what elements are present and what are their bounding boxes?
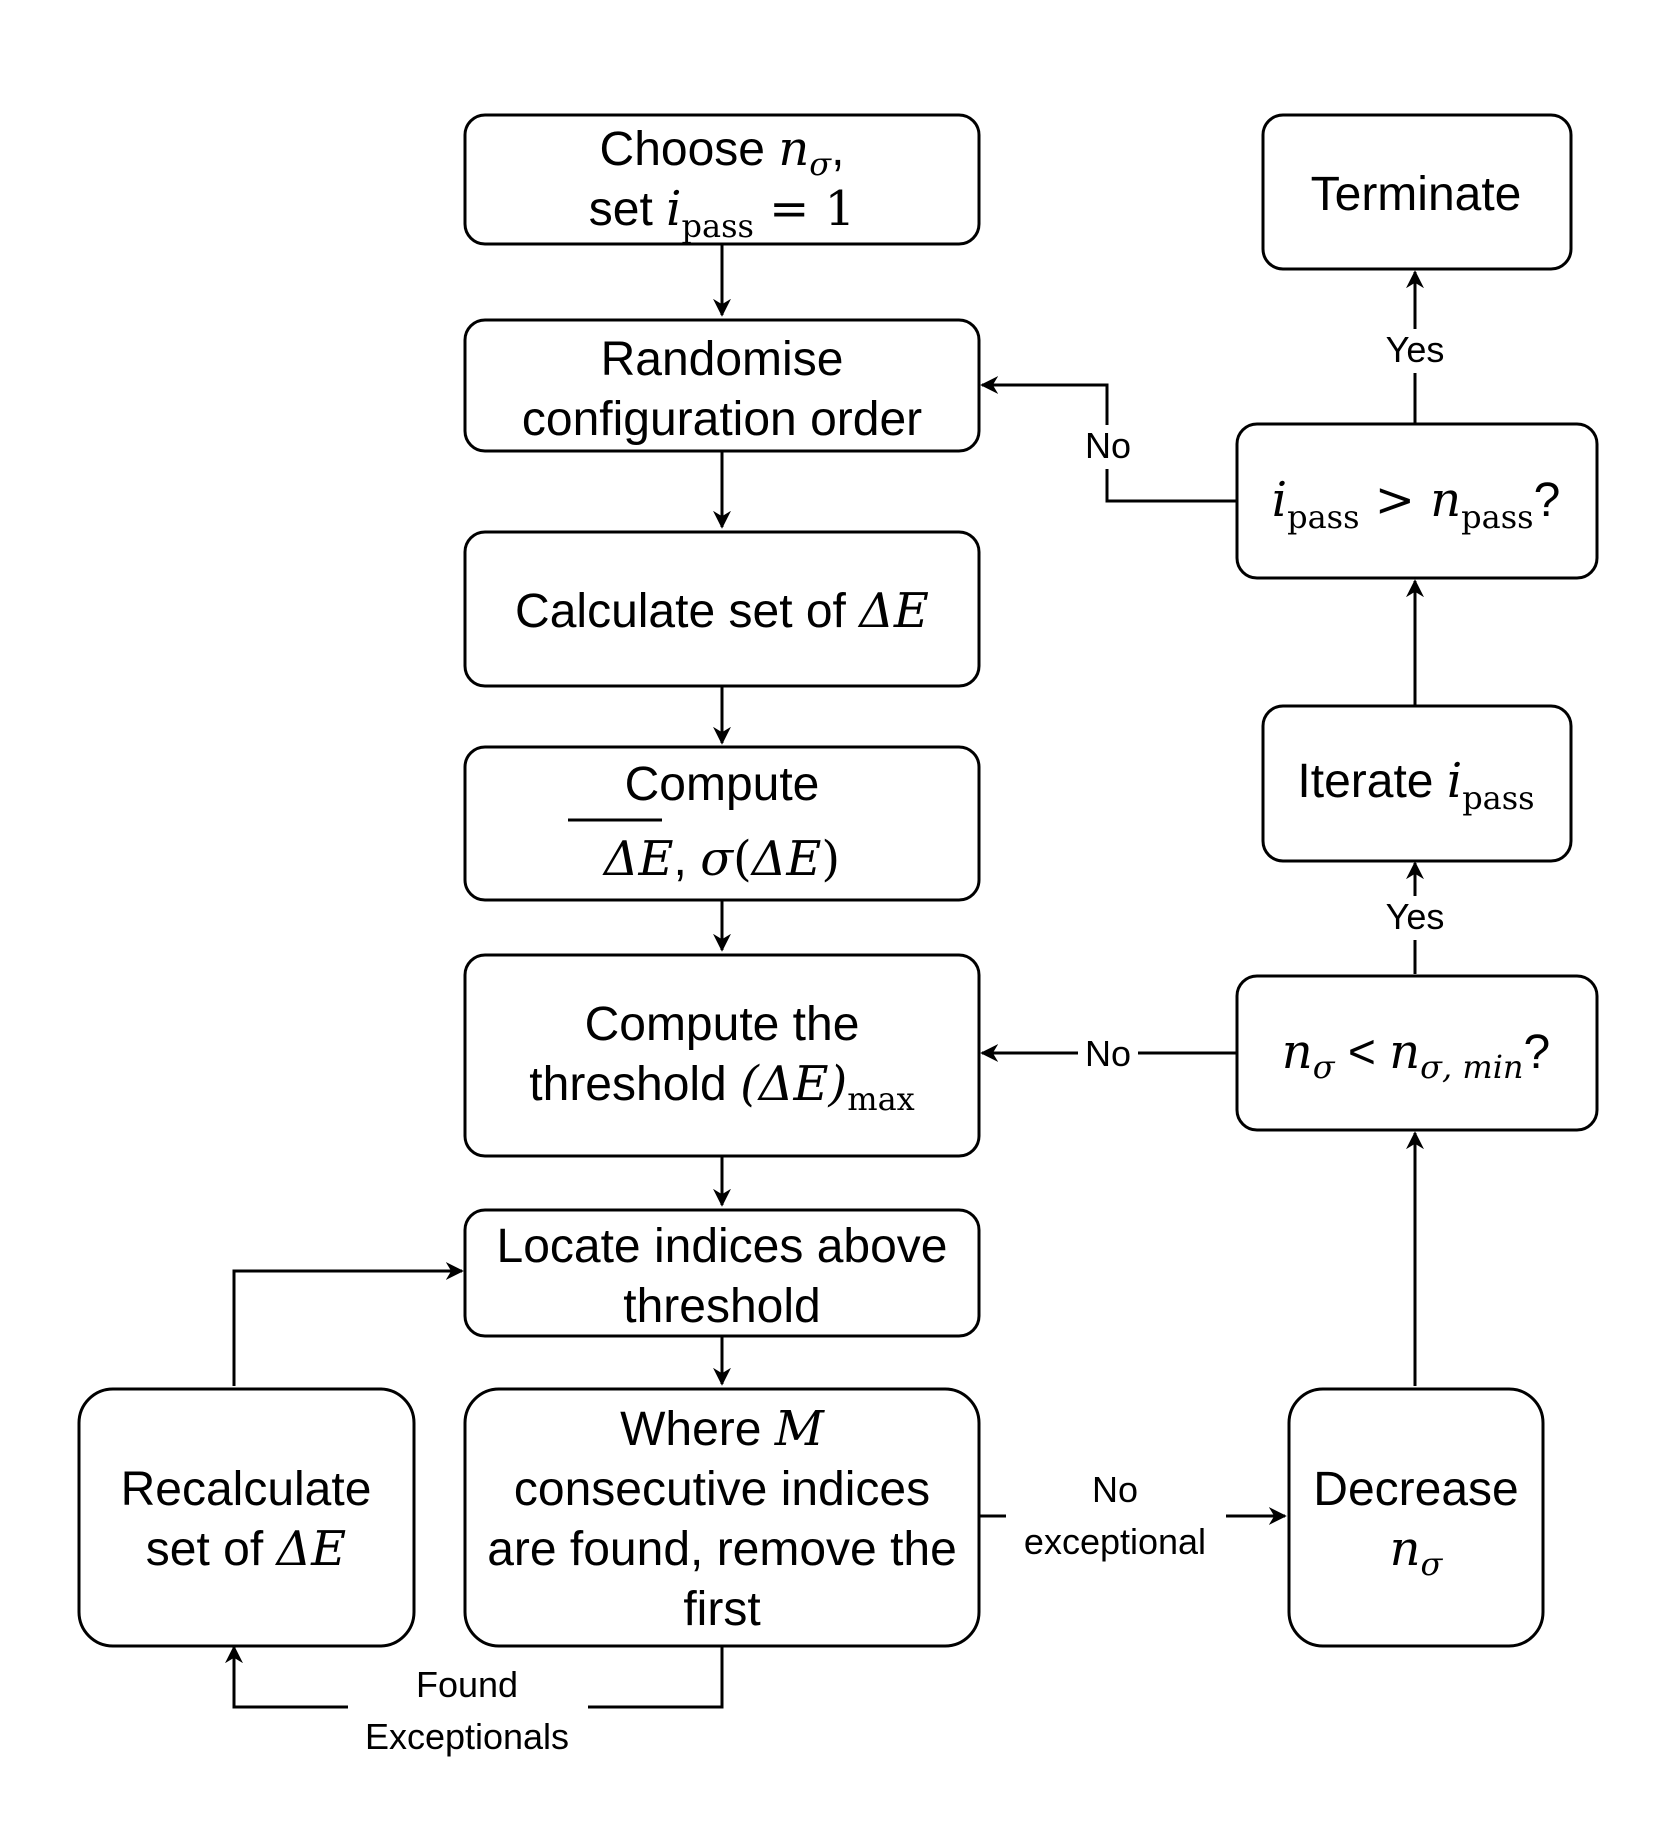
recalc-line2: set of ΔE: [146, 1521, 346, 1577]
randomise-line2: configuration order: [522, 393, 922, 446]
node-ipass-check: ipass > npass?: [1235, 422, 1599, 580]
label-no-exceptional-line1: No: [1092, 1469, 1138, 1510]
node-recalc: Recalculate set of ΔE: [77, 1387, 416, 1648]
edge-labels: No No Yes Yes No exceptional Found Excep…: [348, 329, 1451, 1768]
edge-recalc-to-locate: [232, 1262, 464, 1386]
node-compute: Compute ΔE, σ(ΔE): [463, 745, 981, 902]
choose-line2: set ipass = 1: [589, 181, 855, 245]
choose-line1: Choose nσ,: [600, 121, 845, 183]
node-calc: Calculate set of ΔE: [463, 530, 981, 688]
nsigma-check-text: nσ < nσ, min?: [1282, 1024, 1550, 1086]
locate-line2: threshold: [623, 1280, 820, 1333]
where-line4: first: [683, 1583, 760, 1636]
where-line1: Where M: [620, 1401, 826, 1457]
node-choose: Choose nσ, set ipass = 1: [463, 113, 981, 246]
randomise-line1: Randomise: [601, 333, 844, 386]
ipass-check-text: ipass > npass?: [1272, 472, 1561, 536]
compute-line1: Compute: [625, 758, 820, 811]
node-where: Where M consecutive indices are found, r…: [463, 1387, 981, 1648]
label-yes-iterate: Yes: [1386, 896, 1445, 937]
label-found-line1: Found: [416, 1664, 518, 1705]
node-locate: Locate indices above threshold: [463, 1208, 981, 1338]
where-line3: are found, remove the: [487, 1523, 957, 1576]
label-no-exceptional-line2: exceptional: [1024, 1521, 1206, 1562]
node-iterate: Iterate ipass: [1261, 704, 1573, 863]
recalc-line1: Recalculate: [121, 1463, 372, 1516]
label-found-line2: Exceptionals: [365, 1716, 569, 1757]
compute-line2: ΔE, σ(ΔE): [602, 831, 840, 887]
terminate-text: Terminate: [1311, 168, 1522, 221]
label-no-threshold: No: [1085, 1033, 1131, 1074]
where-line2: consecutive indices: [514, 1463, 930, 1516]
node-terminate: Terminate: [1261, 113, 1573, 271]
label-no-randomise: No: [1085, 425, 1131, 466]
threshold-line2: threshold (ΔE)max: [529, 1056, 914, 1118]
iterate-text: Iterate ipass: [1297, 753, 1534, 817]
node-randomise: Randomise configuration order: [463, 318, 981, 453]
decrease-line2: nσ: [1390, 1521, 1444, 1583]
node-decrease: Decrease nσ: [1287, 1387, 1545, 1648]
decrease-line1: Decrease: [1313, 1463, 1518, 1516]
node-nsigma-check: nσ < nσ, min?: [1235, 974, 1599, 1132]
label-yes-terminate: Yes: [1386, 329, 1445, 370]
locate-line1: Locate indices above: [497, 1220, 948, 1273]
threshold-line1: Compute the: [585, 998, 860, 1051]
calc-text: Calculate set of ΔE: [515, 583, 929, 639]
node-threshold: Compute the threshold (ΔE)max: [463, 953, 981, 1158]
